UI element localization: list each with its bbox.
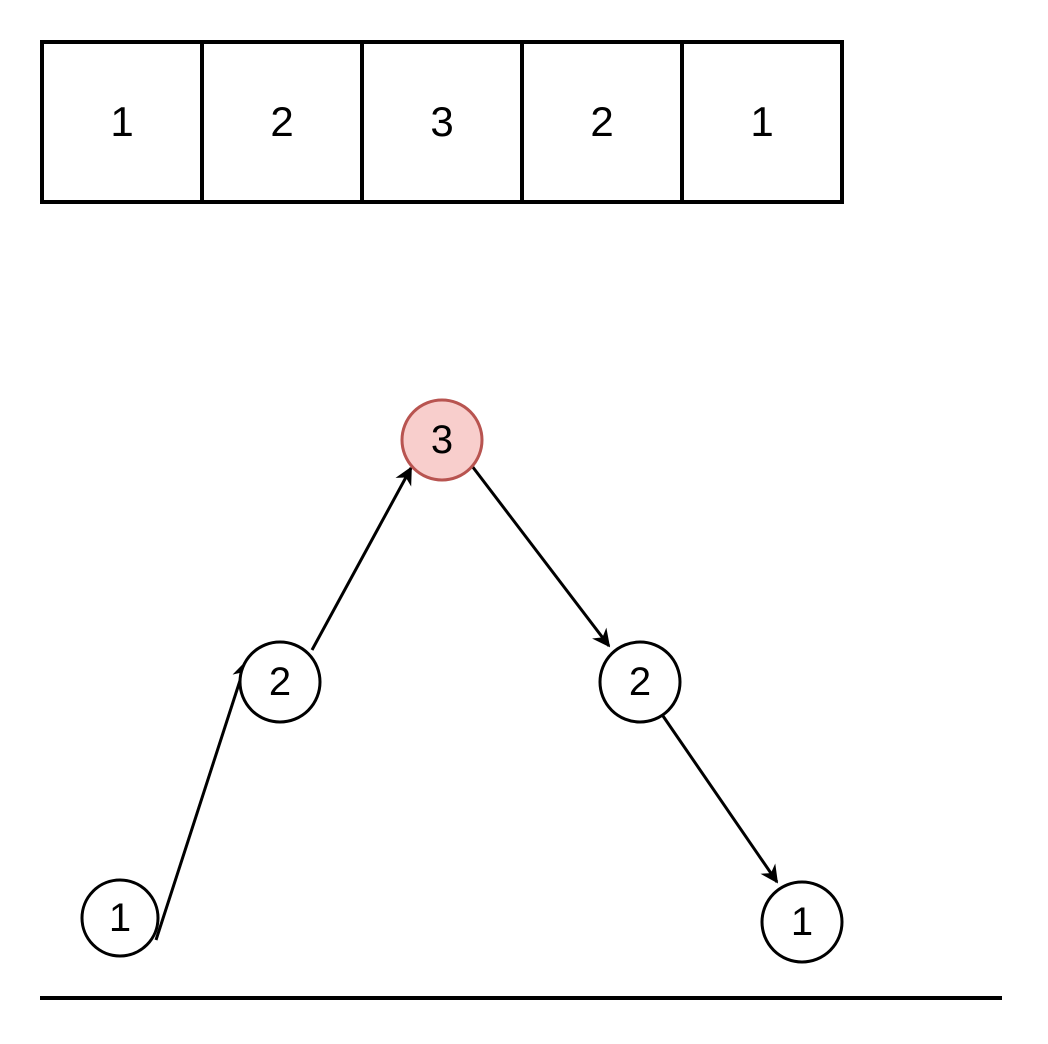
node-label: 1 bbox=[109, 896, 131, 940]
node: 1 bbox=[80, 878, 160, 958]
node-label: 3 bbox=[431, 418, 453, 462]
array-cell: 1 bbox=[44, 44, 204, 200]
array-cell: 2 bbox=[524, 44, 684, 200]
edge-arrow bbox=[154, 660, 250, 941]
node: 2 bbox=[238, 640, 322, 724]
node-label: 2 bbox=[269, 660, 291, 704]
array-table: 1 2 3 2 1 bbox=[40, 40, 844, 204]
array-cell: 1 bbox=[684, 44, 844, 200]
edge-arrow bbox=[310, 466, 413, 651]
edge-arrow bbox=[661, 715, 779, 884]
node: 2 bbox=[598, 640, 682, 724]
node-highlighted: 3 bbox=[400, 398, 484, 482]
array-cell: 2 bbox=[204, 44, 364, 200]
edge-arrow bbox=[470, 465, 611, 648]
node-label: 2 bbox=[629, 660, 651, 704]
node: 1 bbox=[760, 880, 844, 964]
array-cell: 3 bbox=[364, 44, 524, 200]
node-label: 1 bbox=[791, 900, 813, 944]
